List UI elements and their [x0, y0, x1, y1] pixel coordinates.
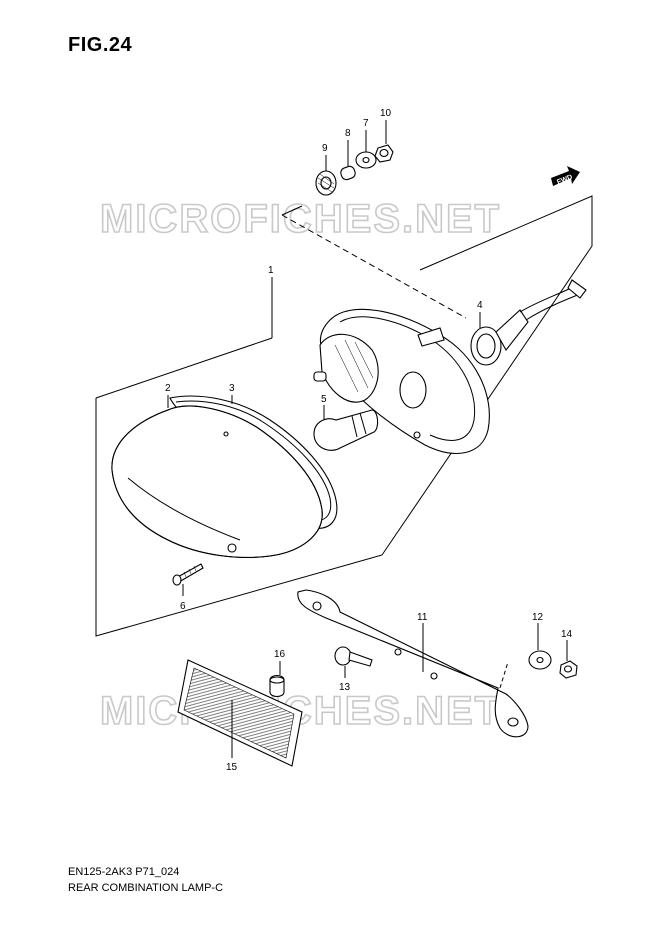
part-7-washer — [355, 151, 377, 169]
callout-10: 10 — [380, 108, 392, 119]
callout-13: 13 — [339, 682, 351, 693]
callout-7: 7 — [363, 118, 369, 129]
figure-title: FIG.24 — [68, 34, 133, 56]
part-12-washer — [528, 650, 552, 670]
part-14-nut — [559, 660, 578, 679]
leader-lines — [167, 120, 568, 758]
part-10-nut — [374, 144, 394, 163]
callout-12: 12 — [532, 612, 544, 623]
callout-8: 8 — [345, 128, 351, 139]
callout-9: 9 — [322, 143, 328, 154]
fwd-arrow-icon: FWD — [551, 166, 580, 186]
model-code: EN125-2AK3 P71_024 — [68, 866, 180, 878]
callout-4: 4 — [477, 300, 483, 311]
callout-5: 5 — [321, 394, 327, 405]
part-5-bulb — [313, 409, 379, 451]
part-13-bolt — [334, 646, 373, 667]
callout-labels: 1 2 3 4 5 6 7 8 9 10 11 12 13 14 15 16 — [165, 108, 573, 773]
callout-6: 6 — [180, 601, 186, 612]
part-9-grommet — [315, 170, 337, 196]
diagram-name: REAR COMBINATION LAMP-C — [68, 882, 224, 894]
callout-16: 16 — [274, 649, 286, 660]
lamp-housing — [313, 308, 490, 454]
part-11-bracket — [297, 589, 529, 738]
callout-2: 2 — [165, 383, 171, 394]
part-8-collar — [340, 165, 356, 181]
callout-14: 14 — [561, 629, 573, 640]
part-2-lens — [111, 405, 323, 558]
callout-11: 11 — [417, 612, 428, 623]
watermark-top: MICROFICHES.NET — [100, 197, 501, 241]
part-4-socket — [470, 279, 587, 366]
part-16-grommet — [269, 674, 285, 698]
part-15-reflector — [177, 659, 303, 767]
callout-1: 1 — [268, 265, 274, 276]
callout-3: 3 — [229, 383, 235, 394]
callout-15: 15 — [226, 762, 238, 773]
part-6-screw — [172, 563, 204, 586]
